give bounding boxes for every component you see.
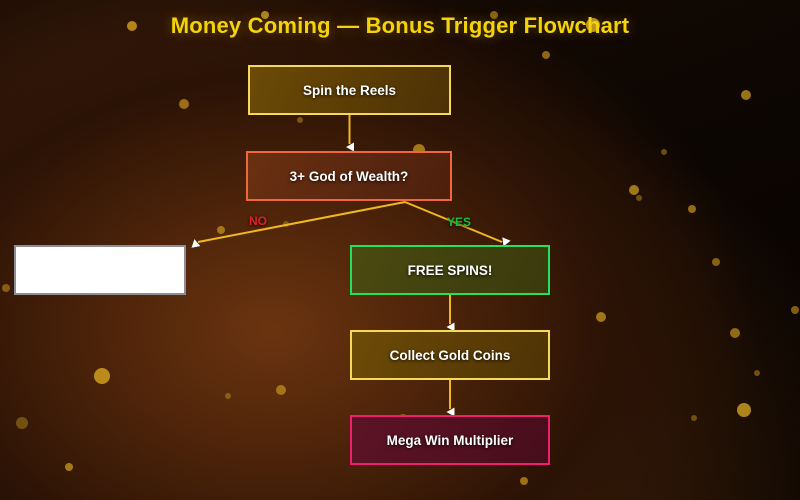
node-free-spins[interactable]: FREE SPINS! bbox=[350, 245, 550, 295]
background-particle bbox=[217, 226, 225, 234]
edge-label-no: NO bbox=[249, 214, 267, 228]
background-particle bbox=[688, 205, 696, 213]
background-particle bbox=[730, 328, 740, 338]
background-particle bbox=[297, 117, 303, 123]
background-particle bbox=[225, 393, 231, 399]
node-spin-the-reels[interactable]: Spin the Reels bbox=[248, 65, 451, 115]
background-particle bbox=[754, 370, 760, 376]
background-particle bbox=[276, 385, 286, 395]
background-particle bbox=[542, 51, 550, 59]
background-particle bbox=[596, 312, 606, 322]
node-label: Spin the Reels bbox=[302, 82, 397, 98]
background-particle bbox=[16, 417, 28, 429]
node-blank-no-branch[interactable] bbox=[14, 245, 186, 295]
node-label: FREE SPINS! bbox=[407, 262, 493, 278]
node-decision-god-of-wealth[interactable]: 3+ God of Wealth? bbox=[246, 151, 452, 201]
background-particle bbox=[741, 90, 751, 100]
connector-decision-to-blank bbox=[191, 201, 406, 248]
background-particle bbox=[629, 185, 639, 195]
background-particle bbox=[791, 306, 799, 314]
background-particle bbox=[94, 368, 110, 384]
node-label: Collect Gold Coins bbox=[389, 347, 511, 363]
background-particle bbox=[65, 463, 73, 471]
background-particle bbox=[691, 415, 697, 421]
background-particle bbox=[520, 477, 528, 485]
background-particle bbox=[737, 403, 751, 417]
background-particle bbox=[661, 149, 667, 155]
background-particle bbox=[283, 221, 289, 227]
page-title: Money Coming — Bonus Trigger Flowchart bbox=[170, 13, 630, 38]
background-particle bbox=[636, 195, 642, 201]
node-mega-win-multiplier[interactable]: Mega Win Multiplier bbox=[350, 415, 550, 465]
node-label: Mega Win Multiplier bbox=[386, 432, 514, 448]
node-collect-gold-coins[interactable]: Collect Gold Coins bbox=[350, 330, 550, 380]
background-particle bbox=[2, 284, 10, 292]
node-label: 3+ God of Wealth? bbox=[289, 168, 409, 184]
background-particle bbox=[712, 258, 720, 266]
edge-label-yes: YES bbox=[447, 215, 472, 229]
background-particle bbox=[179, 99, 189, 109]
